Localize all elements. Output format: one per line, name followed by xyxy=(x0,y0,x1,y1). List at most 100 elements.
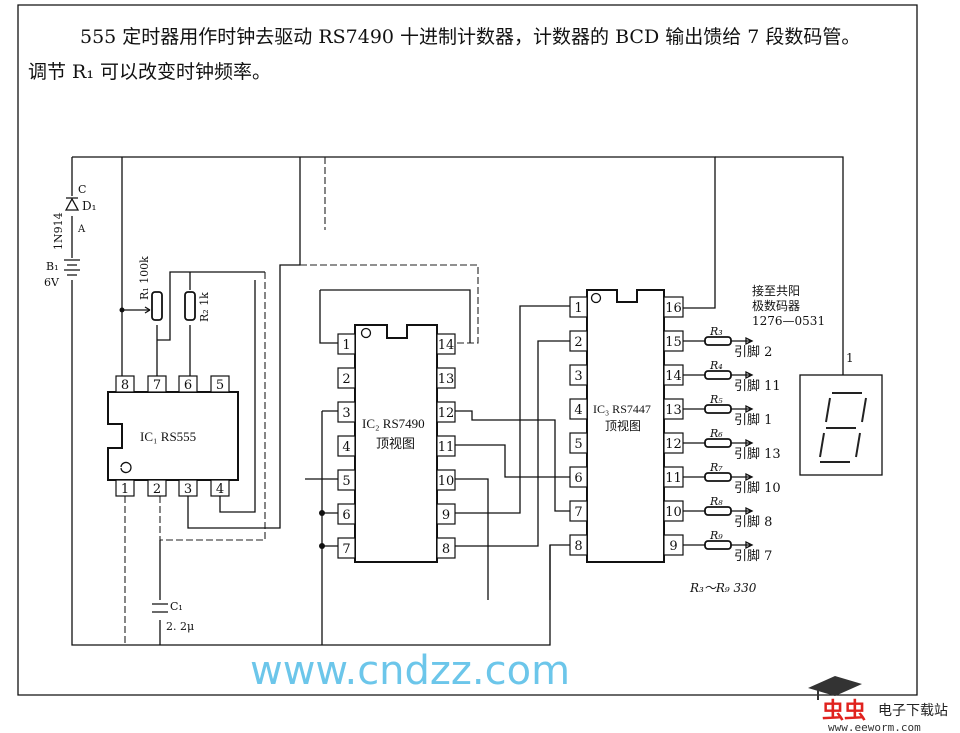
arrow-icon xyxy=(683,540,754,550)
ic3-label: IC₃ RS7447 xyxy=(593,402,651,416)
arrow-icon xyxy=(683,336,754,346)
resistor xyxy=(704,336,732,346)
ic2-pin: 10 xyxy=(436,469,456,491)
pin-number: 11 xyxy=(665,471,682,486)
diode-anode-label: A xyxy=(77,224,86,235)
resistor-label: R₉ xyxy=(709,529,723,542)
resistor xyxy=(704,438,732,448)
ic3-pin: 8 xyxy=(569,534,588,556)
ic3-pin: 5 xyxy=(569,432,588,454)
pin-number: 6 xyxy=(342,508,350,523)
watermark: www.cndzz.com xyxy=(250,648,570,694)
frame-border xyxy=(17,4,918,696)
resistor-label: R₄ xyxy=(709,359,723,372)
resistor-label: R₈ xyxy=(709,495,723,508)
ic3-pin: 7 xyxy=(569,500,588,522)
junction-dot xyxy=(319,510,325,516)
display-pin-label: 引脚 7 xyxy=(734,548,772,564)
ic3-pin: 15 xyxy=(663,330,684,352)
ic2-pin: 5 xyxy=(337,469,356,491)
resistor xyxy=(704,370,732,380)
pin-number: 8 xyxy=(442,542,450,557)
potentiometer-r1: R₁ 100k xyxy=(138,256,163,321)
junction-dot xyxy=(119,307,125,313)
segment-output: R₈ 引脚 8 xyxy=(683,495,772,530)
pin-number: 14 xyxy=(438,338,455,353)
ic3-pin: 9 xyxy=(663,534,684,556)
capacitor-c1: C₁ 2. 2μ xyxy=(152,600,194,633)
diode-d1: C D₁ A 1N914 xyxy=(52,183,96,250)
ic3-pin: 11 xyxy=(663,466,684,488)
pin-number: 12 xyxy=(438,406,455,421)
ic1-pin: 5 xyxy=(210,375,230,393)
display-pin-label: 引脚 1 xyxy=(734,412,772,428)
ic1-label: IC₁ RS555 xyxy=(140,429,196,444)
ic3-pin: 1 xyxy=(569,296,588,318)
ic3-pin: 2 xyxy=(569,330,588,352)
ic2-label: IC₂ RS7490 xyxy=(362,416,425,431)
junction-dot xyxy=(319,543,325,549)
display-part-number: 1276—0531 xyxy=(752,314,825,328)
battery-label: B₁ xyxy=(46,260,59,273)
ic3-pin: 3 xyxy=(569,364,588,386)
pin-number: 10 xyxy=(665,505,682,520)
pin-number: 3 xyxy=(184,482,192,497)
pin-number: 16 xyxy=(665,301,682,316)
resistor xyxy=(704,506,732,516)
display-pin-label: 引脚 8 xyxy=(734,514,772,530)
pin-number: 10 xyxy=(438,474,455,489)
ic1-pin: 6 xyxy=(178,375,198,393)
ic1-pin: 7 xyxy=(147,375,167,393)
pin-number: 6 xyxy=(184,378,192,393)
ic3-pin: 10 xyxy=(663,500,684,522)
arrow-icon xyxy=(683,404,754,414)
resistor xyxy=(704,404,732,414)
ic2-pin: 11 xyxy=(436,435,456,457)
pin-number: 14 xyxy=(665,369,682,384)
pin-number: 6 xyxy=(574,471,582,486)
r1-label: R₁ 100k xyxy=(138,256,151,300)
ic3-pin: 16 xyxy=(663,296,684,318)
logo-url: www.eeworm.com xyxy=(828,721,921,733)
battery-voltage: 6V xyxy=(44,276,60,289)
logo-name: 虫虫 xyxy=(822,698,866,724)
ic3-sublabel: 顶视图 xyxy=(605,418,641,433)
ic1-pin: 8 xyxy=(115,375,135,393)
description-line-2: 调节 R₁ 可以改变时钟频率。 xyxy=(28,61,271,83)
description-line-1: 555 定时器用作时钟去驱动 RS7490 十进制计数器，计数器的 BCD 输出… xyxy=(80,26,860,48)
resistor-label: R₇ xyxy=(709,461,723,474)
display-pin-label: 引脚 2 xyxy=(734,344,772,360)
ic2-sublabel: 顶视图 xyxy=(376,437,415,452)
ic1-pin: 1 xyxy=(115,479,135,497)
eeworm-logo: 虫虫 电子下载站 www.eeworm.com xyxy=(808,676,948,733)
pin-number: 2 xyxy=(153,482,161,497)
display-pin-label: 引脚 11 xyxy=(734,378,781,394)
resistor-r2: R₂ 1k xyxy=(184,291,211,322)
pin-number: 15 xyxy=(665,335,682,350)
pin-number: 4 xyxy=(342,440,350,455)
r2-label: R₂ 1k xyxy=(198,292,211,322)
segment-output: R₉ 引脚 7 xyxy=(683,529,772,564)
seven-segment-display xyxy=(799,374,883,476)
display-pin-label: 1 xyxy=(846,351,854,365)
pin-number: 7 xyxy=(153,378,161,393)
diode-part-number: 1N914 xyxy=(52,212,65,250)
ic3-pin: 13 xyxy=(663,398,684,420)
ic1-pin: 3 xyxy=(178,479,198,497)
ic3-pin: 4 xyxy=(569,398,588,420)
c1-label: C₁ xyxy=(170,600,183,613)
ic2-pin: 14 xyxy=(436,333,456,355)
ic3-rs7447: IC₃ RS7447 顶视图 1 16 2 15 3 14 4 13 5 12 6 11 7 10 8 9 xyxy=(569,289,684,563)
display-note-1: 接至共阳 xyxy=(752,283,800,298)
ic2-pin: 8 xyxy=(436,537,456,559)
display-pin-label: 引脚 13 xyxy=(734,446,781,462)
c1-value: 2. 2μ xyxy=(166,620,194,633)
pin-number: 1 xyxy=(121,482,129,497)
pin-number: 12 xyxy=(665,437,682,452)
pin-number: 8 xyxy=(121,378,129,393)
pin-number: 13 xyxy=(665,403,682,418)
